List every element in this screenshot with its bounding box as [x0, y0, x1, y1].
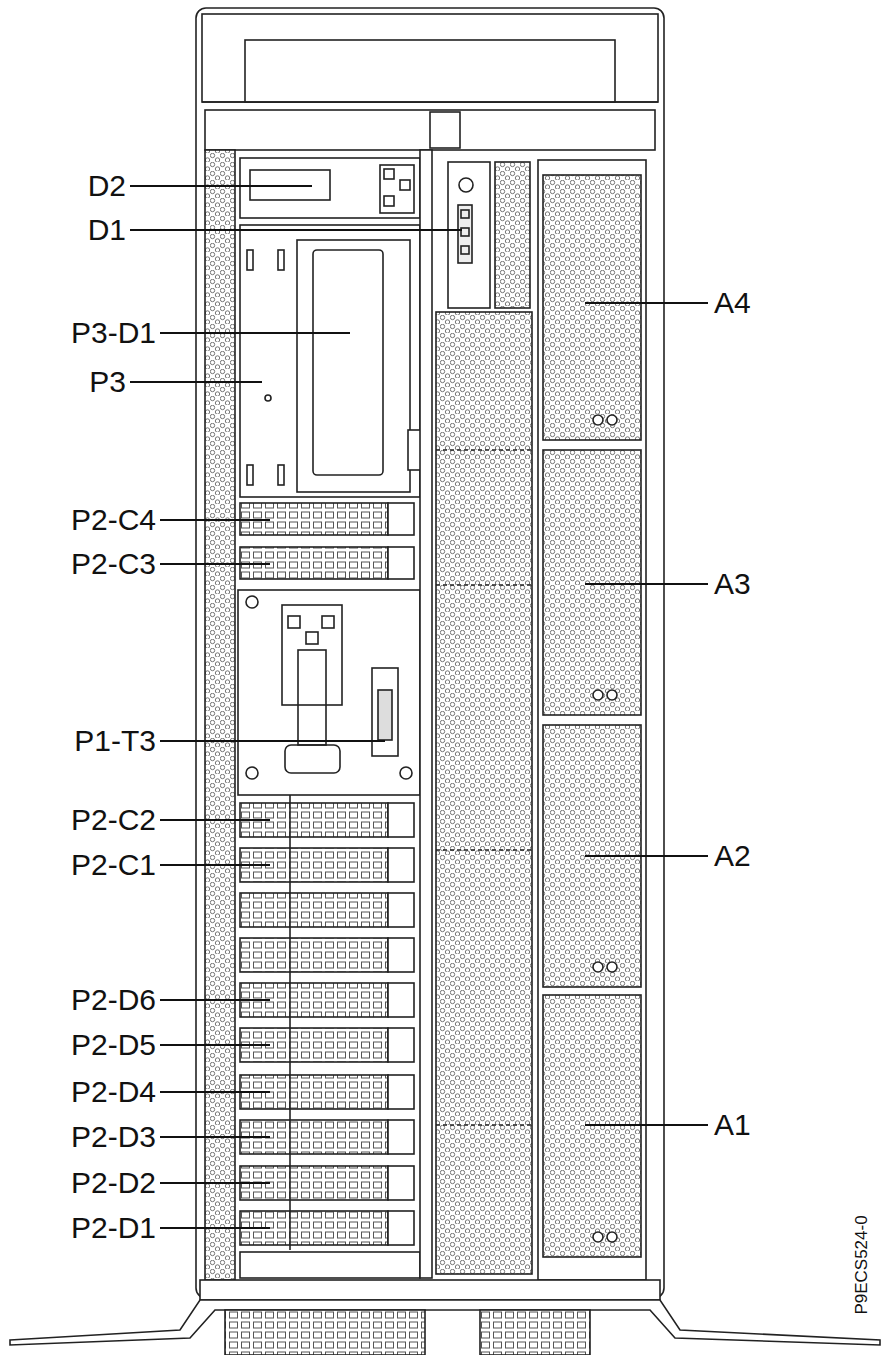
callout-label: P1-T3 [74, 724, 156, 758]
callout-label: P2-C1 [71, 848, 156, 882]
callout-label: P3 [89, 365, 126, 399]
callout-label: P2-D1 [71, 1211, 156, 1245]
callout-label: A2 [714, 839, 751, 873]
callout-label: P2-C3 [71, 547, 156, 581]
callout-label: P2-C4 [71, 503, 156, 537]
callout-label: D2 [88, 169, 126, 203]
callout-label: P2-D2 [71, 1166, 156, 1200]
callout-label: P2-D5 [71, 1028, 156, 1062]
callout-label: P3-D1 [71, 316, 156, 350]
callout-label: P2-D3 [71, 1120, 156, 1154]
callout-label: P2-D6 [71, 983, 156, 1017]
callout-label: A1 [714, 1108, 751, 1142]
callout-label: A3 [714, 567, 751, 601]
callout-label: A4 [714, 286, 751, 320]
figure-id: P9ECS524-0 [852, 1215, 872, 1314]
callout-label: D1 [88, 213, 126, 247]
callout-label: P2-C2 [71, 803, 156, 837]
callout-label: P2-D4 [71, 1075, 156, 1109]
